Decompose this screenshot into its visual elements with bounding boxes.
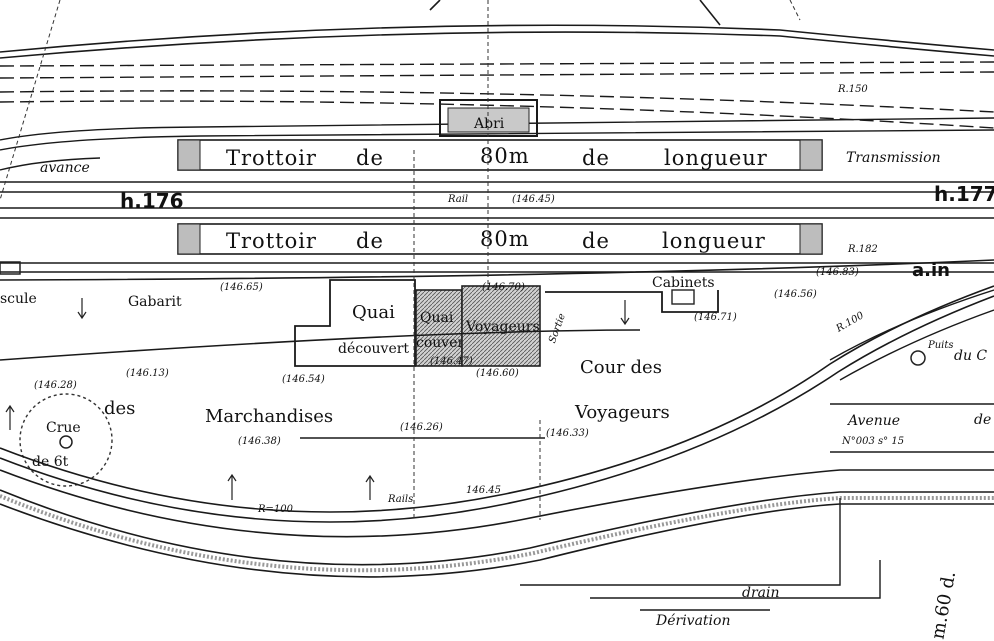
elev-146-56-label: (146.56) — [774, 289, 817, 300]
du-label: du C — [954, 348, 987, 364]
quai-decouvert-block: Quai découvert — [294, 279, 416, 367]
bascule-box — [0, 261, 21, 275]
slope-arrows — [5, 298, 630, 500]
couvert-label: couvert — [416, 335, 470, 351]
platform-top: Trottoir de 80m de longueur — [177, 139, 823, 171]
de6t-label: de 6t — [32, 454, 69, 470]
r150-label: R.150 — [837, 84, 868, 95]
elev-146-28-label: (146.28) — [34, 380, 77, 391]
elev-146-60-label: (146.60) — [476, 368, 519, 379]
bascule-label: scule — [0, 291, 37, 307]
road-hatching — [0, 494, 994, 573]
elev-146-38-label: (146.38) — [238, 436, 281, 447]
drain-label: drain — [742, 585, 780, 601]
decouvert-label: découvert — [338, 341, 409, 357]
n003-label: N°003 s° 15 — [841, 436, 904, 447]
platform-bottom: Trottoir de 80m de longueur — [177, 223, 823, 255]
platform-top-word1: Trottoir — [226, 146, 317, 170]
platform-bottom-word4: de — [582, 229, 610, 253]
derivation-label: Dérivation — [655, 613, 730, 629]
r100b-label: R.100 — [834, 310, 867, 335]
avenue-area — [829, 289, 994, 453]
cabinets-label: Cabinets — [652, 275, 715, 291]
sortie-label: Sortie — [547, 312, 568, 345]
elev-146-70-label: (146.70) — [482, 282, 525, 293]
elev-146-26-label: (146.26) — [400, 422, 443, 433]
gabarit-label: Gabarit — [128, 294, 182, 310]
construction-lines — [0, 0, 801, 520]
lower-main-tracks — [0, 259, 994, 281]
transmission-label: Transmission — [846, 150, 941, 166]
cabinets-block: Cabinets — [545, 275, 719, 313]
drain-lines — [520, 498, 881, 611]
elev-146-65-label: (146.65) — [220, 282, 263, 293]
cour-des-label: Cour des — [580, 357, 662, 378]
crue-label: Crue — [46, 420, 81, 436]
rails-label: Rails — [387, 494, 413, 505]
platform-bottom-word1: Trottoir — [226, 229, 317, 253]
de-right-label: de — [974, 412, 991, 428]
h176-marker: h.176 — [120, 189, 184, 213]
platform-top-word4: de — [582, 146, 610, 170]
platform-top-word2: de — [356, 146, 384, 170]
elev-146-71-label: (146.71) — [694, 312, 737, 323]
elev-146-13-label: (146.13) — [126, 368, 169, 379]
voyageurs-label: Voyageurs — [574, 402, 670, 423]
m60-label: m.60 d. — [928, 570, 961, 641]
quai-couvert-block: Quai couvert — [415, 289, 470, 367]
platform-bottom-word5: longueur — [662, 229, 766, 253]
abri-label: Abri — [473, 116, 505, 132]
r182-label: R.182 — [847, 244, 878, 255]
puits-label: Puits — [927, 340, 954, 351]
platform-top-word3: 80m — [480, 144, 530, 168]
elev-146-45-label: (146.45) — [512, 194, 555, 205]
platform-bottom-word3: 80m — [480, 227, 530, 251]
quai-decouvert-label: Quai — [352, 302, 395, 323]
elev-146-45b-label: 146.45 — [466, 485, 501, 496]
r100-label: R=100 — [257, 504, 294, 515]
marchandises-label: Marchandises — [205, 406, 333, 427]
elev-146-54-label: (146.54) — [282, 374, 325, 385]
elev-146-83-label: (146.83) — [816, 267, 859, 278]
quai-couvert-label: Quai — [420, 310, 454, 326]
des-label: des — [104, 398, 135, 419]
a-in-label: a.in — [912, 260, 950, 281]
crane-circle: Crue de 6t — [19, 393, 113, 487]
puits-well — [910, 350, 926, 366]
elev-146-47-label: (146.47) — [430, 356, 473, 367]
curved-road — [0, 285, 994, 578]
avenue-label: Avenue — [846, 413, 900, 429]
h177-marker: h.177 — [934, 182, 994, 206]
voyageurs-building: Voyageurs — [461, 285, 541, 367]
avance-label: avance — [40, 160, 90, 176]
top-embankment — [0, 0, 994, 59]
rail-mid-label: Rail — [447, 194, 468, 205]
main-tracks — [0, 181, 994, 219]
upper-track-band — [0, 117, 994, 171]
platform-top-word5: longueur — [664, 146, 768, 170]
elev-146-33-label: (146.33) — [546, 428, 589, 439]
platform-bottom-word2: de — [356, 229, 384, 253]
